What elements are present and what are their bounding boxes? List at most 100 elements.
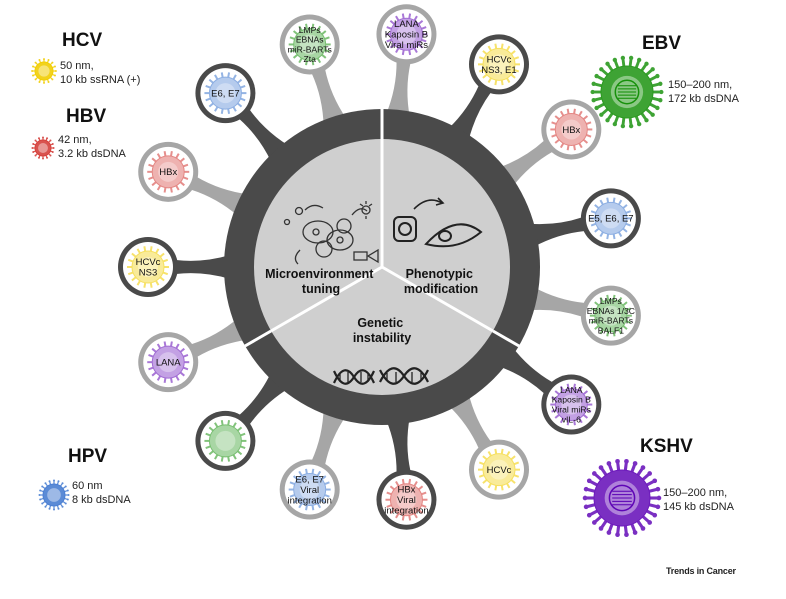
divider-left: [270, 265, 383, 333]
petal-arm: [311, 407, 347, 466]
petal-label-line: HBx: [159, 167, 177, 178]
petal-label-line: LANA: [156, 358, 181, 369]
petal-hpv: E6, E7: [195, 63, 256, 124]
petal-label-line: Kaposin B: [552, 395, 591, 405]
virus-particle-icon: [204, 72, 247, 114]
petal-arm: [385, 416, 411, 473]
virus-info-line: 145 kb dsDNA: [663, 501, 734, 513]
virus-particle-icon: [589, 294, 632, 337]
petal-arm: [447, 85, 492, 142]
petal-arm: [447, 392, 492, 449]
petal-label-line: E5, E6, E7: [588, 214, 633, 225]
virus-name-hcv: HCV: [62, 30, 103, 51]
virus-particle-icon: [147, 150, 190, 193]
virus-info-kshv: 150–200 nm, 145 kb dsDNA: [663, 486, 734, 514]
petal-label: LANA: [156, 358, 181, 369]
petal-hbv: HBx: [541, 99, 602, 160]
petal-label: E5, E6, E7: [588, 214, 633, 225]
hallmark-label-genetic: Genetic instability: [353, 316, 411, 345]
petal-arm: [176, 255, 230, 279]
divider-right: [381, 265, 494, 333]
petal-label-line: miR-BARTs: [288, 44, 332, 54]
petal-label-line: E6, E7: [211, 88, 240, 99]
virus-name-kshv: KSHV: [640, 436, 693, 457]
virus-particle-icon: [288, 468, 331, 511]
dna-icon: [332, 367, 429, 385]
petal-arm: [497, 346, 553, 394]
virus-info-line: 3.2 kb dsDNA: [58, 148, 126, 160]
legend-virus-kshv-icon: [582, 458, 662, 538]
petal-label-line: Viral: [300, 485, 319, 496]
virus-particle-icon: [478, 43, 520, 86]
petal-arm: [528, 286, 585, 317]
petal-label: HBx: [159, 167, 177, 178]
petal-label-line: integration: [384, 506, 428, 517]
petal-hcv: HCVc: [469, 439, 529, 500]
petal-label-line: Kaposin B: [385, 30, 428, 41]
petal-label-line: HCVc: [487, 465, 512, 476]
legend-icons: [31, 55, 664, 538]
petal-label-line: BALF1: [598, 325, 624, 335]
petal-label-line: integration: [288, 495, 332, 506]
petal-arm: [497, 140, 553, 188]
virus-info-ebv: 150–200 nm, 172 kb dsDNA: [668, 78, 739, 106]
central-hub: Microenvironment tuning Phenotypic modif…: [224, 109, 540, 425]
virus-info-line: 150–200 nm,: [663, 487, 728, 499]
journal-brand: Trends in Cancer: [666, 566, 736, 576]
petal-label-line: LMPs: [600, 296, 622, 306]
virus-particle-icon: [385, 478, 428, 521]
petal-label-line: HCVc: [487, 54, 512, 65]
petal-hpv: E5, E6, E7: [580, 188, 641, 249]
petal-arm: [190, 317, 249, 358]
petal-label: E6, E7: [211, 88, 240, 99]
virus-info-line: 42 nm,: [58, 134, 92, 146]
petal-label-line: Viral: [397, 495, 416, 506]
virus-name-hpv: HPV: [68, 446, 108, 467]
virus-particle-icon: [550, 383, 593, 426]
petal-hbv: HBx: [138, 141, 199, 202]
microenvironment-icon: [283, 201, 379, 265]
divider-right-outer: [492, 329, 520, 348]
petal-label-line: miR-BARTs: [589, 316, 633, 326]
petal-arm: [238, 109, 290, 163]
legend-virus-ebv-icon: [590, 55, 664, 129]
virus-particle-icon: [385, 13, 428, 56]
legend-virus-hcv-icon: [31, 58, 57, 84]
petal-label-line: HBx: [562, 125, 580, 136]
virus-info-line: 172 kb dsDNA: [668, 93, 739, 105]
virus-info-hpv: 60 nm 8 kb dsDNA: [72, 479, 131, 507]
arms-layer: [176, 61, 585, 473]
petal-label-line: LANA: [394, 19, 419, 30]
virus-particle-icon: [589, 197, 632, 240]
petal-label-line: EBNAs: [296, 35, 324, 45]
petal-arm: [238, 371, 290, 425]
petal-kshv: LANA: [138, 332, 199, 393]
virus-info-line: 8 kb dsDNA: [72, 494, 131, 506]
petal-label-line: E6, E7: [295, 474, 324, 485]
virus-particle-icon: [127, 246, 169, 288]
petal-label-line: Viral miRs: [552, 404, 591, 414]
legend-virus-hbv-icon: [31, 136, 55, 160]
virus-particle-icon: [478, 448, 520, 491]
petal-label-line: EBNAs 1/3C: [587, 306, 635, 316]
virus-info-line: 10 kb ssRNA (+): [60, 74, 141, 86]
petal-arm: [190, 176, 249, 217]
virus-info-line: 60 nm: [72, 480, 103, 492]
virus-info-line: 50 nm,: [60, 60, 94, 72]
petal-label: HBx: [562, 125, 580, 136]
virus-particle-icon: [288, 23, 331, 66]
petal-ebv: [195, 410, 256, 471]
petal-label: HCVc: [487, 465, 512, 476]
hallmark-label-phenotypic: Phenotypic modification: [404, 267, 478, 296]
